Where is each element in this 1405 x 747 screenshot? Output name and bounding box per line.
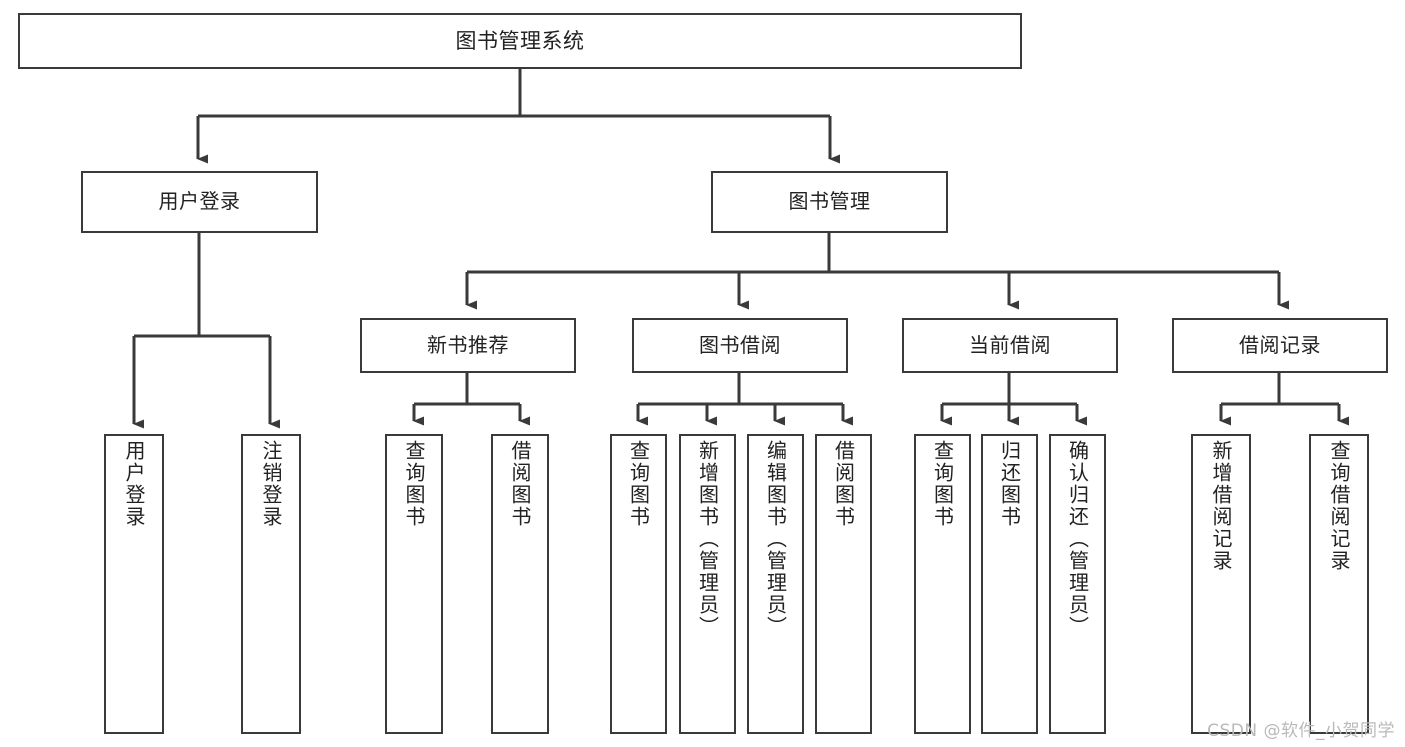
node-leaf-return-book[interactable]: 归还图书 <box>981 434 1038 734</box>
node-borrow-record[interactable]: 借阅记录 <box>1172 318 1388 373</box>
node-book-borrow[interactable]: 图书借阅 <box>632 318 848 373</box>
node-new-book-recommend[interactable]: 新书推荐 <box>360 318 576 373</box>
node-label: 借阅图书 <box>831 440 856 528</box>
node-label: 查询图书 <box>930 440 955 528</box>
node-book-management[interactable]: 图书管理 <box>711 171 948 233</box>
node-label: 查询图书 <box>626 440 651 528</box>
node-label: 编辑图书（管理员） <box>763 440 788 638</box>
node-label: 注销登录 <box>259 440 283 528</box>
node-leaf-query-record[interactable]: 查询借阅记录 <box>1309 434 1369 734</box>
node-leaf-logout[interactable]: 注销登录 <box>241 434 301 734</box>
node-leaf-user-login[interactable]: 用户登录 <box>104 434 164 734</box>
node-leaf-confirm-return[interactable]: 确认归还（管理员） <box>1049 434 1106 734</box>
node-label: 查询借阅记录 <box>1327 440 1351 572</box>
node-user-login[interactable]: 用户登录 <box>81 171 318 233</box>
node-label: 用户登录 <box>158 189 241 214</box>
node-leaf-borrow-book-2[interactable]: 借阅图书 <box>815 434 872 734</box>
node-root-book-management-system[interactable]: 图书管理系统 <box>18 13 1022 69</box>
node-leaf-add-book[interactable]: 新增图书（管理员） <box>679 434 736 734</box>
node-label: 当前借阅 <box>969 332 1051 357</box>
node-label: 借阅记录 <box>1239 332 1321 357</box>
node-label: 归还图书 <box>997 440 1022 528</box>
node-leaf-edit-book[interactable]: 编辑图书（管理员） <box>747 434 804 734</box>
node-leaf-query-book-3[interactable]: 查询图书 <box>914 434 971 734</box>
watermark-text: CSDN @软件_小贺同学 <box>1207 721 1395 741</box>
node-label: 新增图书（管理员） <box>695 440 720 638</box>
node-label: 新书推荐 <box>427 332 509 357</box>
node-current-borrow[interactable]: 当前借阅 <box>902 318 1118 373</box>
node-label: 图书管理 <box>788 189 871 214</box>
node-label: 新增借阅记录 <box>1209 440 1233 572</box>
node-label: 确认归还（管理员） <box>1065 440 1090 638</box>
node-leaf-add-record[interactable]: 新增借阅记录 <box>1191 434 1251 734</box>
node-leaf-borrow-book-1[interactable]: 借阅图书 <box>491 434 549 734</box>
node-leaf-query-book-1[interactable]: 查询图书 <box>385 434 443 734</box>
node-label: 用户登录 <box>122 440 146 528</box>
node-leaf-query-book-2[interactable]: 查询图书 <box>610 434 667 734</box>
node-label: 查询图书 <box>402 440 426 528</box>
node-label: 图书管理系统 <box>455 28 585 53</box>
node-label: 图书借阅 <box>699 332 781 357</box>
node-label: 借阅图书 <box>508 440 532 528</box>
